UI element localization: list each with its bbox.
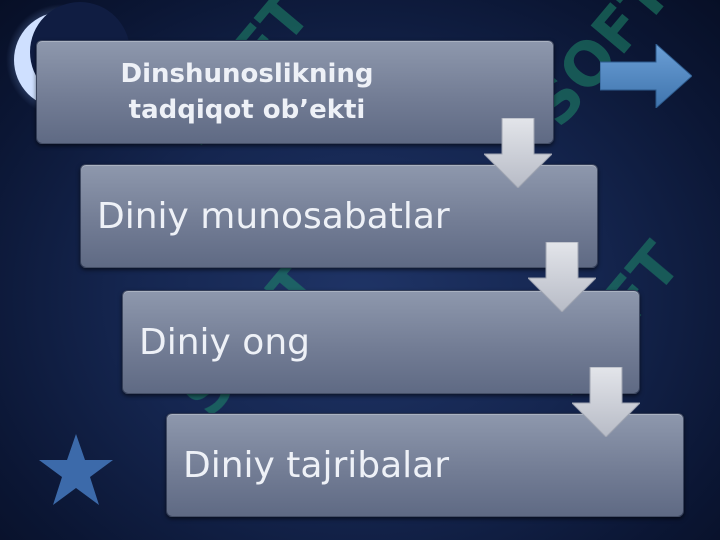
flow-box-label: Dinshunoslikning tadqiqot ob’ekti (120, 59, 374, 125)
flow-box-research-object: Dinshunoslikning tadqiqot ob’ekti (36, 40, 554, 144)
arrow-right-icon[interactable] (600, 44, 692, 108)
flow-box-religious-consciousness: Diniy ong (122, 290, 640, 394)
flow-box-label: Diniy munosabatlar (97, 195, 450, 237)
flow-box-label: Diniy tajribalar (183, 444, 450, 486)
arrow-down-icon (572, 367, 640, 437)
flow-box-religious-experiences: Diniy tajribalar (166, 413, 684, 517)
flow-box-label: Diniy ong (139, 321, 310, 363)
flow-box-religious-relations: Diniy munosabatlar (80, 164, 598, 268)
arrow-down-icon (528, 242, 596, 312)
arrow-down-icon (484, 118, 552, 188)
star-icon (39, 434, 113, 505)
